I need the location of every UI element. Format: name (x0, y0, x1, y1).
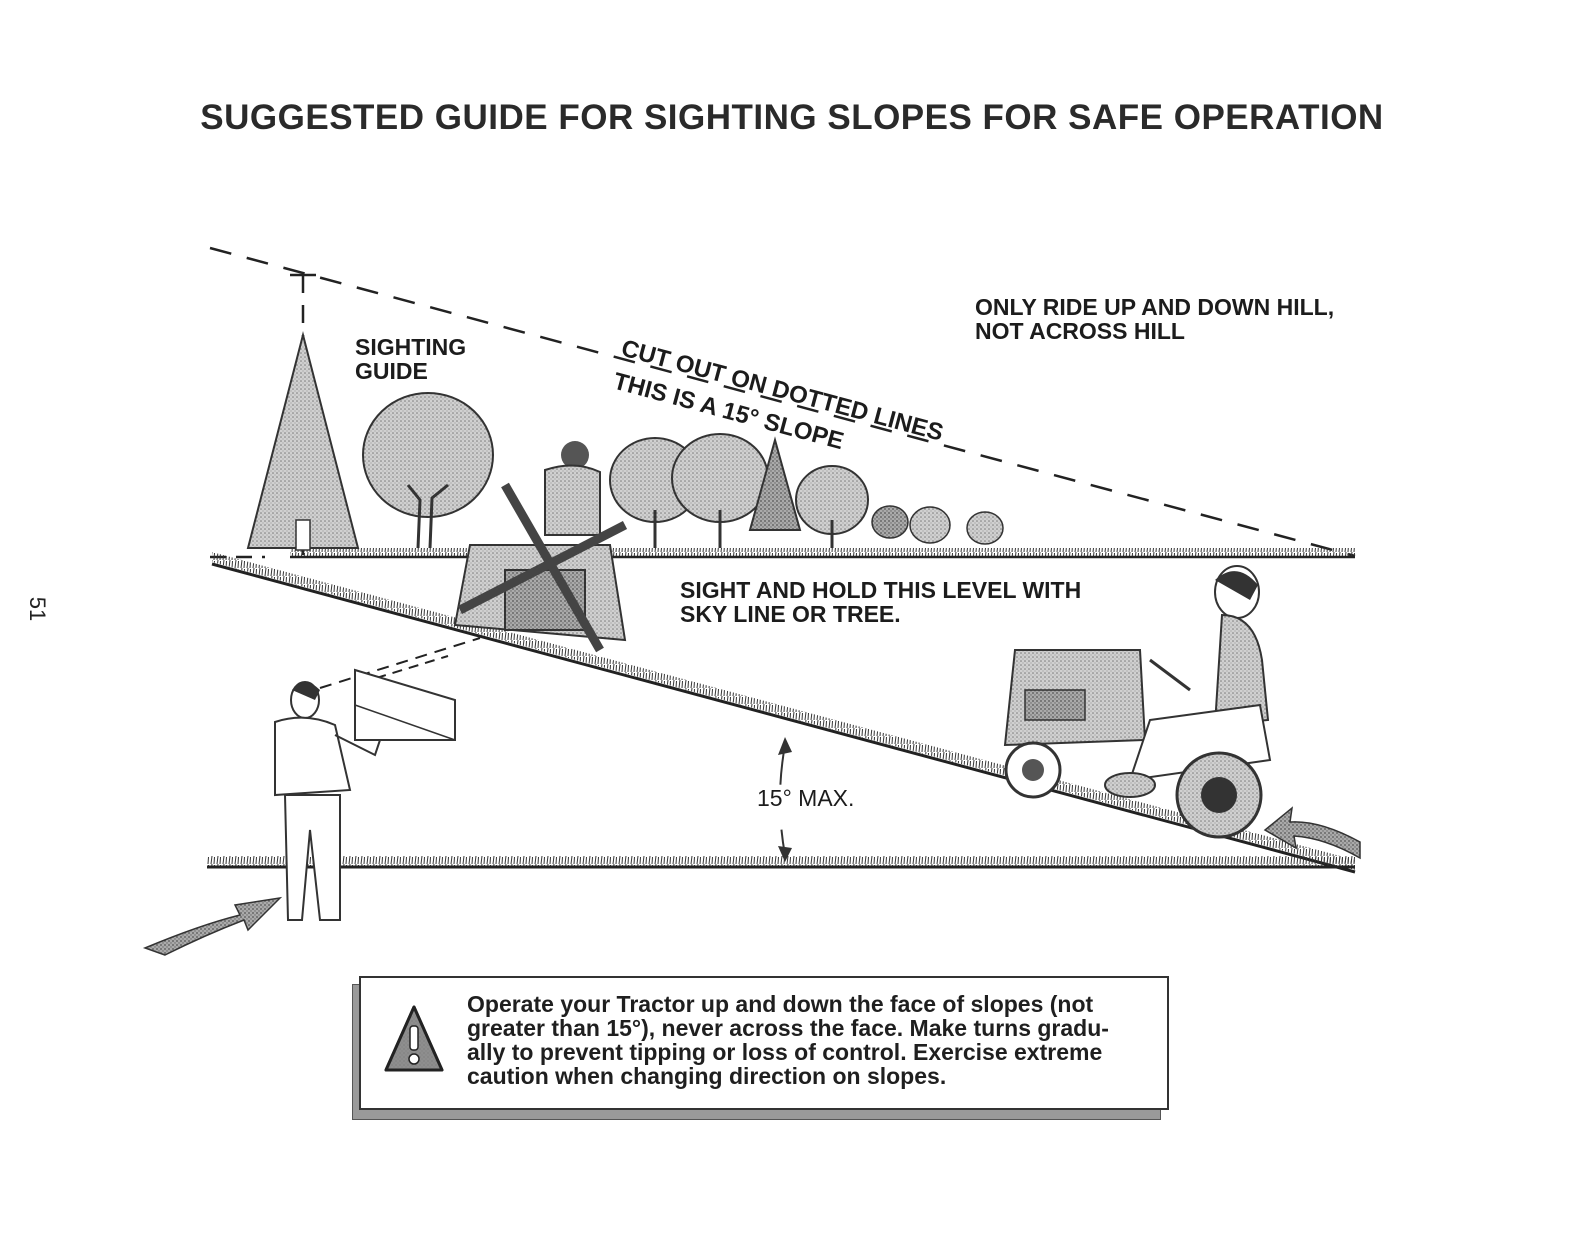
person-sighting-icon (274, 668, 456, 921)
ground-arrow-icon (142, 896, 283, 956)
sight-level-label: SIGHT AND HOLD THIS LEVEL WITH SKY LINE … (680, 577, 1088, 627)
horizon-ground (290, 548, 1355, 556)
warning-box: Operate your Tractor up and down the fac… (359, 976, 1169, 1110)
page-title: SUGGESTED GUIDE FOR SIGHTING SLOPES FOR … (200, 98, 1384, 137)
warning-triangle-icon (384, 1005, 444, 1072)
bottom-ground (207, 856, 1355, 866)
sight-line-dashed (209, 246, 1356, 558)
ride-instruction-label: ONLY RIDE UP AND DOWN HILL, NOT ACROSS H… (975, 294, 1340, 344)
slope-ground (212, 552, 1355, 870)
max-angle-label: 15° MAX. (757, 785, 854, 811)
evergreen-tree-icon (246, 331, 360, 551)
warning-text: Operate your Tractor up and down the fac… (467, 991, 1109, 1089)
wrong-tractor-icon (453, 441, 628, 653)
correct-tractor-icon (1003, 565, 1272, 839)
direction-arrow-icon (1263, 806, 1361, 860)
sighting-guide-label: SIGHTING GUIDE (355, 334, 473, 384)
deciduous-tree-icon (362, 392, 494, 549)
tree-row-icon (609, 433, 1004, 548)
angle-indicator (778, 737, 792, 862)
cross-out-mark (501, 482, 604, 653)
